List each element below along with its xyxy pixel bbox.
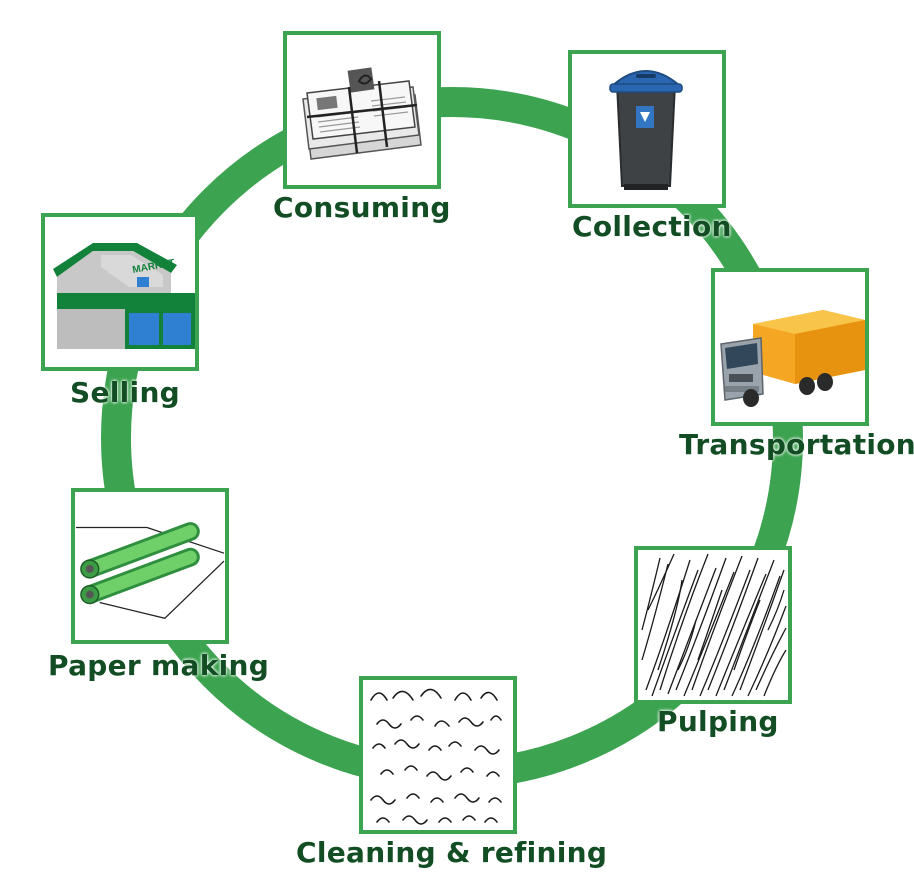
stage-label-pulping: Pulping xyxy=(657,705,779,738)
stage-selling: MARKET xyxy=(41,213,199,371)
pulp-fibers-icon xyxy=(641,553,787,697)
stage-cleaning-refining xyxy=(359,676,517,834)
stage-pulping xyxy=(634,546,792,704)
stage-transportation xyxy=(711,268,869,426)
stage-label-consuming: Consuming xyxy=(273,191,451,224)
stage-label-collection: Collection xyxy=(572,210,732,243)
newspaper-stack-icon xyxy=(302,67,422,160)
stage-label-selling: Selling xyxy=(70,376,181,409)
stage-consuming xyxy=(283,31,441,189)
refined-fibers-icon xyxy=(370,688,502,825)
recycling-bin-icon xyxy=(609,70,683,190)
stage-label-cleaning-refining: Cleaning & refining xyxy=(296,836,608,869)
stage-label-transportation: Transportation xyxy=(679,428,914,461)
market-store-icon: MARKET xyxy=(53,243,195,349)
stage-collection xyxy=(568,50,726,208)
paper-rollers-icon xyxy=(76,522,225,619)
stage-label-paper-making: Paper making xyxy=(48,649,270,682)
truck-icon xyxy=(720,310,865,407)
stage-paper-making xyxy=(71,488,229,644)
